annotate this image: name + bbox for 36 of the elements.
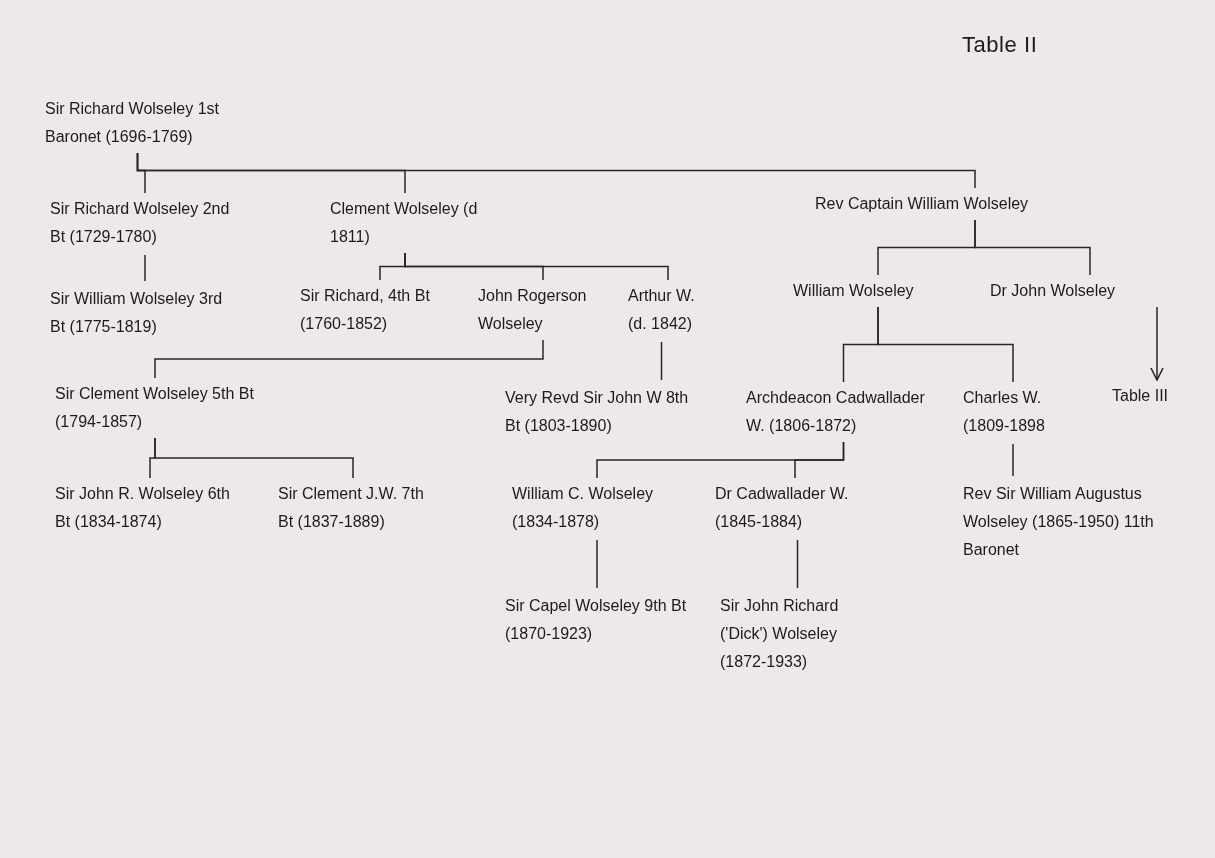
- table-title: Table II: [962, 31, 1038, 59]
- person-entry: Dr Cadwallader W. (1845-1884): [715, 480, 875, 536]
- lineage-line: [596, 539, 598, 589]
- person-entry: Table III: [1112, 382, 1202, 410]
- person-entry: Sir Clement J.W. 7th Bt (1837-1889): [278, 480, 428, 536]
- person-entry: Dr John Wolseley: [990, 277, 1190, 305]
- person-entry: Archdeacon Cadwallader W. (1806-1872): [746, 384, 941, 440]
- lineage-line: [794, 441, 845, 479]
- person-entry: Sir Richard Wolseley 1st Baronet (1696-1769): [45, 95, 230, 151]
- person-entry: Sir Richard Wolseley 2nd Bt (1729-1780): [50, 195, 240, 251]
- person-entry: Clement Wolseley (d 1811): [330, 195, 480, 251]
- person-entry: Charles W. (1809-1898: [963, 384, 1063, 440]
- person-entry: William C. Wolseley (1834-1878): [512, 480, 682, 536]
- lineage-line: [1012, 443, 1014, 477]
- person-entry: Sir Capel Wolseley 9th Bt (1870-1923): [505, 592, 705, 648]
- person-entry: Sir John Richard ('Dick') Wolseley (1872-1933): [720, 592, 880, 676]
- person-entry: Sir John R. Wolseley 6th Bt (1834-1874): [55, 480, 245, 536]
- lineage-line: [660, 341, 663, 381]
- lineage-line: [144, 254, 146, 282]
- lineage-line: [154, 437, 354, 479]
- lineage-line: [154, 339, 544, 379]
- lineage-line: [877, 306, 1014, 383]
- lineage-line: [796, 539, 799, 589]
- person-entry: Very Revd Sir John W 8th Bt (1803-1890): [505, 384, 695, 440]
- person-entry: William Wolseley: [793, 277, 963, 305]
- person-entry: Sir Richard, 4th Bt (1760-1852): [300, 282, 460, 338]
- person-entry: Rev Captain William Wolseley: [815, 190, 1135, 218]
- person-entry: John Rogerson Wolseley: [478, 282, 608, 338]
- lineage-line: [974, 219, 1091, 276]
- arrow: [1150, 306, 1164, 381]
- lineage-line: [136, 152, 976, 189]
- person-entry: Sir Clement Wolseley 5th Bt (1794-1857): [55, 380, 255, 436]
- lineage-line: [404, 252, 669, 281]
- person-entry: Sir William Wolseley 3rd Bt (1775-1819): [50, 285, 240, 341]
- person-entry: Arthur W. (d. 1842): [628, 282, 708, 338]
- person-entry: Rev Sir William Augustus Wolseley (1865-1950) 11th Baronet: [963, 480, 1193, 564]
